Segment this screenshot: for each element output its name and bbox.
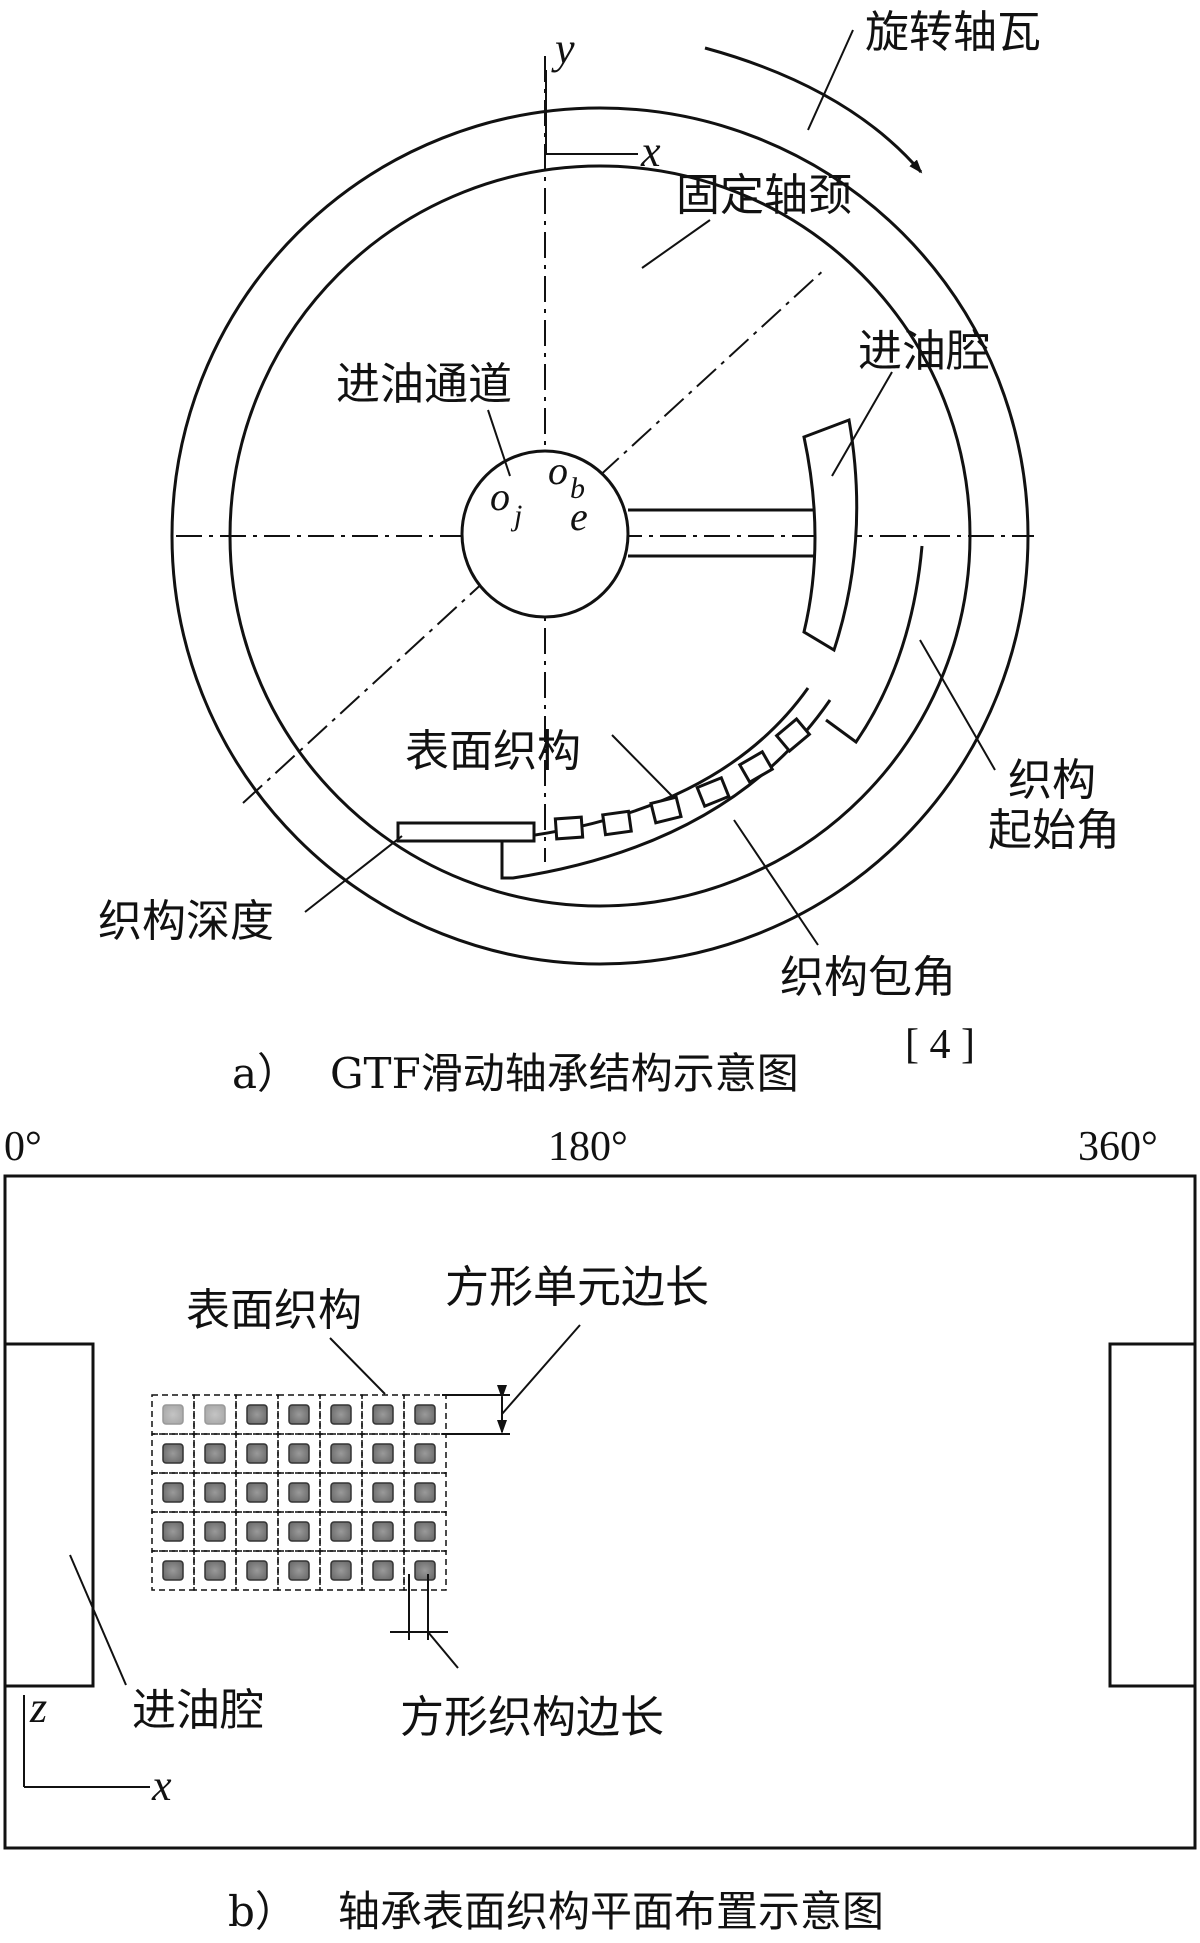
caption-a-ref: [ 4 ] [905, 1022, 975, 1068]
caption-b-text: 轴承表面织构平面布置示意图 [338, 1887, 884, 1936]
caption-b-prefix: b） [228, 1887, 297, 1936]
texture-dimple [288, 1404, 310, 1425]
oil-chamber-right [1108, 1342, 1197, 1688]
leader-oil-chamber [831, 371, 893, 477]
label-surface-texture-a: 表面织构 [405, 726, 581, 777]
texture-grid [151, 1394, 447, 1591]
leader-oil-channel [487, 409, 511, 477]
texture-layout-diagram: 0° 180° 360° z x 表面织构 方形单元边长 方形织构边长 [3, 1124, 1197, 1936]
axis-x-label: x [640, 127, 661, 176]
label-oil-chamber-b: 进油腔 [132, 1685, 264, 1736]
texture-start-angle-arc [825, 545, 924, 745]
texture-dimple [372, 1521, 394, 1542]
texture-dimple [414, 1560, 436, 1581]
texture-dimple [204, 1482, 226, 1503]
label-texture-start-angle-2: 起始角 [988, 805, 1120, 856]
symbol-e: e [570, 494, 588, 539]
texture-dimple [246, 1443, 268, 1464]
oil-chamber-shape [802, 417, 859, 653]
leader-texture-wrap-angle [733, 819, 819, 946]
texture-dimple [204, 1443, 226, 1464]
label-texture-wrap-angle: 织构包角 [780, 952, 956, 1003]
texture-dimple [414, 1482, 436, 1503]
leader-texture-start-angle [919, 639, 996, 771]
texture-dimple [288, 1482, 310, 1503]
caption-a-prefix: a） [232, 1049, 299, 1098]
label-square-texture-side: 方形织构边长 [400, 1692, 664, 1743]
texture-dimple [372, 1560, 394, 1581]
texture-dimple [330, 1521, 352, 1542]
texture-dimple [162, 1560, 184, 1581]
texture-dimple [162, 1443, 184, 1464]
texture-dimple [414, 1404, 436, 1425]
texture-dimple [372, 1404, 394, 1425]
texture-dimple [246, 1560, 268, 1581]
texture-dimple [330, 1404, 352, 1425]
texture-dimple [204, 1560, 226, 1581]
angle-0: 0° [4, 1124, 42, 1170]
texture-dimple [204, 1404, 226, 1425]
leader-texture-side [427, 1631, 459, 1669]
leader-oil-chamber-b [69, 1554, 127, 1686]
angle-360: 360° [1078, 1124, 1158, 1170]
rotation-arrow [704, 46, 923, 174]
bearing-structure-diagram: y x [98, 7, 1120, 1098]
axis-z-label: z [29, 1683, 47, 1732]
label-surface-texture-b: 表面织构 [186, 1285, 362, 1336]
symbol-ob-sub: b [570, 472, 585, 505]
texture-dimple [330, 1482, 352, 1503]
label-rotating-bearing: 旋转轴瓦 [865, 7, 1041, 58]
texture-dimple [288, 1521, 310, 1542]
texture-dimple [162, 1404, 184, 1425]
texture-dimple [414, 1521, 436, 1542]
axis-x-label-b: x [151, 1761, 172, 1810]
texture-depth-marker [396, 821, 536, 843]
leader-fixed-journal [641, 219, 711, 269]
leader-surface-texture-a [611, 734, 673, 797]
texture-cell [403, 1550, 447, 1591]
texture-dimple [288, 1560, 310, 1581]
texture-dimples [553, 716, 812, 841]
leader-rotating-bearing [807, 29, 854, 131]
texture-dimple [246, 1521, 268, 1542]
texture-dimple [288, 1443, 310, 1464]
texture-dimple [246, 1482, 268, 1503]
texture-dimple [372, 1443, 394, 1464]
texture-dimple [246, 1404, 268, 1425]
oil-chamber-left [3, 1342, 95, 1688]
symbol-oj-sub: j [510, 499, 522, 532]
label-texture-depth: 织构深度 [98, 896, 274, 947]
leader-cell-side [501, 1324, 581, 1415]
texture-dimple [414, 1443, 436, 1464]
texture-dimple [162, 1521, 184, 1542]
texture-dimple [372, 1482, 394, 1503]
texture-dimple [330, 1560, 352, 1581]
caption-a-text: GTF滑动轴承结构示意图 [330, 1049, 799, 1098]
axis-y-label: y [551, 24, 575, 73]
label-oil-channel: 进油通道 [336, 359, 512, 410]
angle-180: 180° [548, 1124, 628, 1170]
texture-dimple [204, 1521, 226, 1542]
leader-texture-depth [304, 835, 403, 913]
symbol-ob: o [548, 448, 568, 493]
texture-dimple [162, 1482, 184, 1503]
label-square-cell-side: 方形单元边长 [445, 1262, 709, 1313]
texture-dimple [330, 1443, 352, 1464]
label-oil-chamber-a: 进油腔 [858, 326, 990, 377]
label-texture-start-angle-1: 织构 [1008, 755, 1096, 806]
oil-channel-circle [460, 449, 630, 619]
leader-surface-texture-b [329, 1337, 386, 1395]
symbol-oj: o [490, 474, 510, 519]
label-fixed-journal: 固定轴颈 [676, 170, 852, 221]
